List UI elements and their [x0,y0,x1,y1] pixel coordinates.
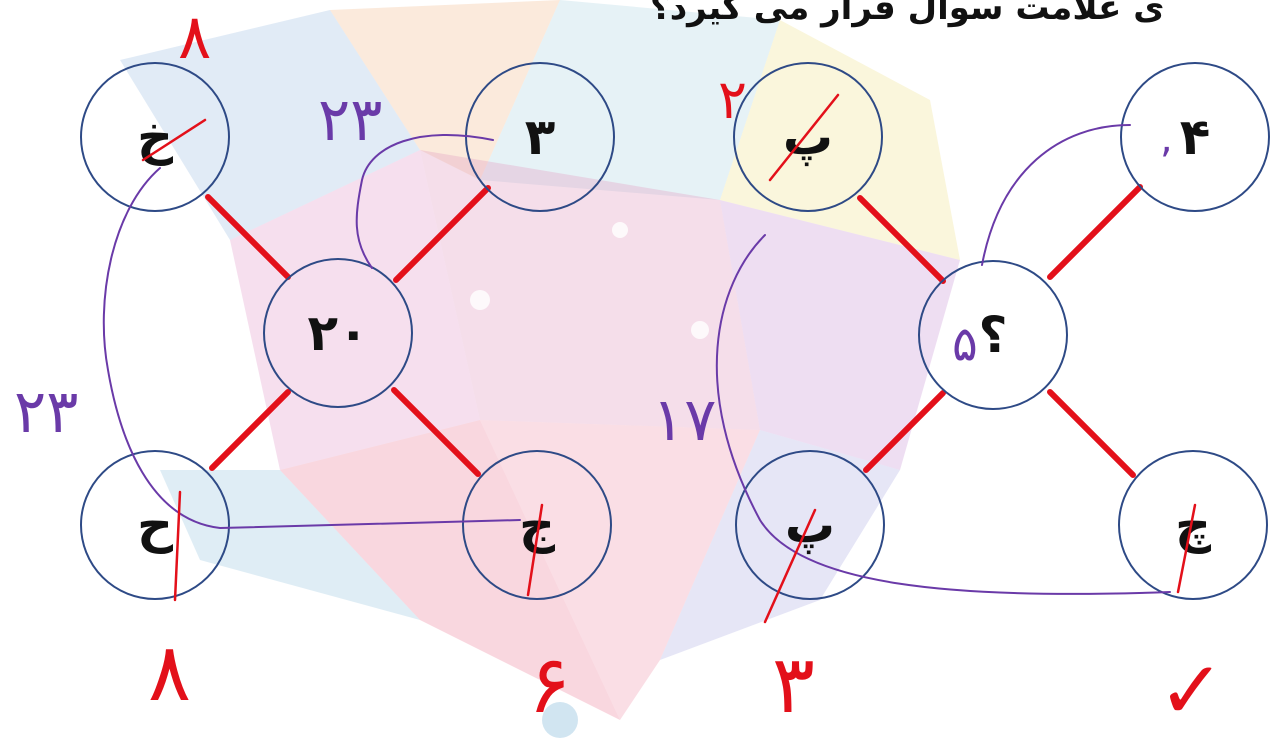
hw-above-kh: ۸ [178,0,211,73]
purple-curve-right-center [981,124,1131,266]
red-slash-kh [141,118,207,162]
connector-right-top-left [857,195,946,284]
purple-curve-left-outer [102,167,521,529]
red-slash-pe-top [768,93,840,182]
hw-between-kh-3: ۲۳ [318,85,382,155]
connector-left-top-left [205,194,291,280]
left-top-left-node: خ [80,62,230,212]
connector-right-bottom-right [1047,389,1136,478]
red-slash-jim [526,503,544,597]
right-top-right-node: ۴ [1120,62,1270,212]
red-slash-hah [173,490,182,602]
right-bottom-left-node: پ [735,450,885,600]
hw-under-pe: ۳ [772,638,815,731]
connector-right-bottom-left [863,390,946,473]
connector-left-bottom-right [391,387,481,477]
hw-left-side: ۲۳ [14,377,78,447]
left-center-node: ۲۰ [263,258,413,408]
purple-curve-left-center [355,133,494,269]
question-text: ی علامت سوال قرار می گیرد؟ [650,0,1165,28]
left-bottom-left-node: ح [80,450,230,600]
connector-left-top-right [393,185,491,283]
hw-under-hah: ۸ [148,626,191,719]
connector-right-top-right [1047,184,1143,280]
purple-curve-right-outer [715,234,1171,595]
right-bottom-right-node: چ [1118,450,1268,600]
right-top-left-node: پ [733,62,883,212]
red-slash-che [1176,503,1197,594]
hw-near-4: , [1160,116,1173,162]
left-top-right-node: ۳ [465,62,615,212]
hw-under-che: ✓ [1158,644,1225,737]
connector-left-bottom-left [209,389,291,471]
hw-under-jim: ۶ [528,638,571,731]
hw-above-pe: ۲ [718,68,747,131]
red-slash-pe-bottom [763,508,817,624]
right-center-node: ؟ [918,260,1068,410]
hw-inside-question: ۵ [952,316,978,372]
hw-middle: ۱۷ [652,385,716,455]
left-bottom-right-node: ج [462,450,612,600]
